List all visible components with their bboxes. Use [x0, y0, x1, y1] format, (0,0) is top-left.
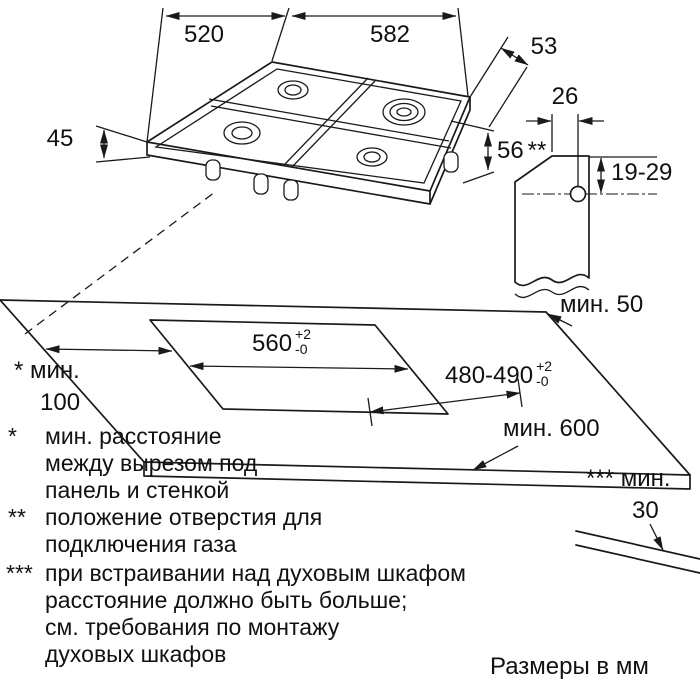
min30-leader	[649, 523, 664, 551]
dim-26-label: 26	[551, 83, 579, 110]
gas-note-marker: **	[527, 137, 547, 164]
burner-back-right	[382, 98, 426, 126]
min-30-value: 30	[632, 497, 659, 524]
dim-45-label: 45	[46, 125, 74, 152]
tol-minus: -0	[536, 372, 549, 389]
hob-dimension-lines	[95, 7, 529, 184]
gas-hole	[569, 185, 587, 203]
burner-front-left	[223, 121, 261, 145]
footnote-3-line-1: при встраивании над духовым шкафом	[45, 560, 466, 586]
tol-plus: +2	[536, 358, 553, 374]
burner-front-right	[356, 147, 388, 167]
cutout-width-label: 560+2-0	[252, 327, 311, 359]
tol-minus: -0	[295, 340, 308, 357]
min-50-label: мин. 50	[560, 291, 644, 318]
alignment-dashed-line	[24, 191, 216, 335]
dim-56-label: 56	[497, 137, 524, 164]
units-caption: Размеры в мм	[490, 653, 649, 680]
min-100-marker: * мин.	[14, 357, 80, 384]
min100-arrow	[45, 345, 173, 355]
tol-plus: +2	[295, 326, 312, 342]
min600-leader	[472, 445, 519, 471]
cutout-depth-label: 480-490+2-0	[445, 359, 552, 391]
footnote-3-line-4: духовых шкафов	[45, 641, 227, 667]
gas-connection-side-profile	[514, 114, 657, 298]
burner-back-left	[277, 80, 309, 100]
cutout-width-tolerance: +2-0	[295, 327, 311, 356]
footnote-3-line-2: расстояние должно быть больше;	[45, 587, 408, 613]
cutout-dimension-lines	[45, 313, 664, 551]
footnote-2-line-1: положение отверстия для	[45, 504, 323, 530]
dim-520-label: 520	[183, 21, 225, 48]
footnote-1-marker: *	[8, 423, 17, 449]
cutout-width-arrow	[189, 362, 409, 373]
dim-19-29-label: 19-29	[611, 159, 673, 186]
footnote-3-line-3: см. требования по монтажу	[45, 614, 340, 640]
min-100-value: 100	[40, 389, 81, 416]
footnote-3-marker: ***	[6, 560, 33, 586]
hob-feet	[205, 151, 459, 201]
dim-53-label: 53	[530, 33, 558, 60]
min-600-label: мин. 600	[503, 415, 600, 442]
footnote-1-line-1: мин. расстояние	[45, 423, 222, 449]
footnote-2-line-2: подключения газа	[45, 531, 237, 557]
hob-drawing	[146, 61, 471, 205]
cutout-width-value: 560	[252, 330, 293, 358]
min-30-marker: *** мин.	[586, 465, 671, 492]
dim-582-label: 582	[369, 21, 411, 48]
footnote-2-marker: **	[8, 504, 26, 530]
footnote-1-line-2: между вырезом под	[45, 450, 258, 476]
footnote-1-line-3: панель и стенкой	[45, 477, 230, 503]
cutout-depth-tolerance: +2-0	[536, 359, 552, 388]
min50-leader	[547, 313, 573, 327]
cutout-depth-arrow	[369, 390, 521, 415]
cutout-depth-value: 480-490	[445, 362, 534, 390]
